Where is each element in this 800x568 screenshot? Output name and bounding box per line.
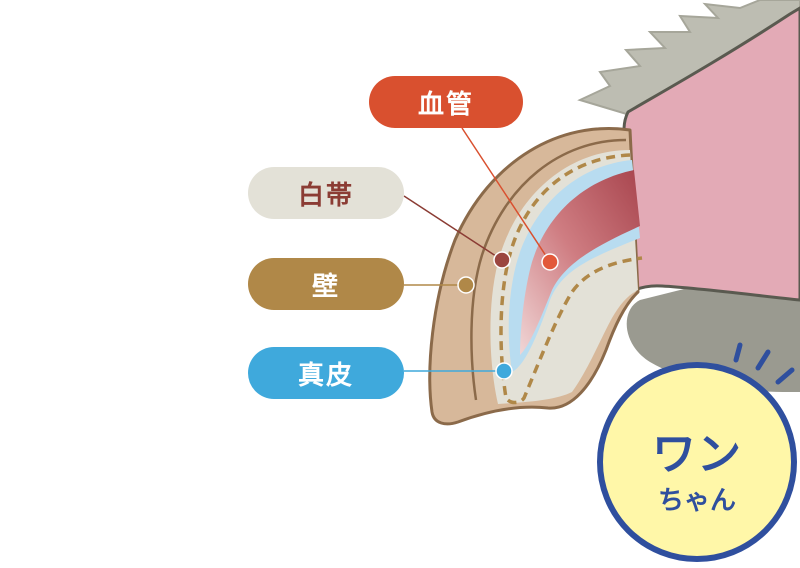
leader-line-white-line: [403, 195, 503, 261]
badge-title: ワン: [652, 429, 742, 480]
label-blood-vessel: 血管: [369, 76, 523, 128]
claw-inner-line: [470, 138, 627, 401]
marker-wall: [457, 276, 475, 294]
marker-dermis: [495, 362, 513, 380]
label-dermis: 真皮: [248, 347, 404, 399]
label-wall: 壁: [248, 258, 404, 310]
badge-emphasis-marks: [733, 342, 795, 385]
label-white-line: 白帯: [248, 167, 404, 219]
leader-line-blood-vessel: [461, 127, 551, 263]
blood-vessel-region: [520, 170, 640, 355]
badge-subtitle: ちゃん: [657, 486, 736, 516]
marker-blood-vessel: [541, 253, 559, 271]
marker-white-line: [493, 251, 511, 269]
paw-pad: [626, 268, 800, 392]
quick-dashed-outline: [499, 153, 643, 405]
badge-circle: [597, 362, 797, 562]
